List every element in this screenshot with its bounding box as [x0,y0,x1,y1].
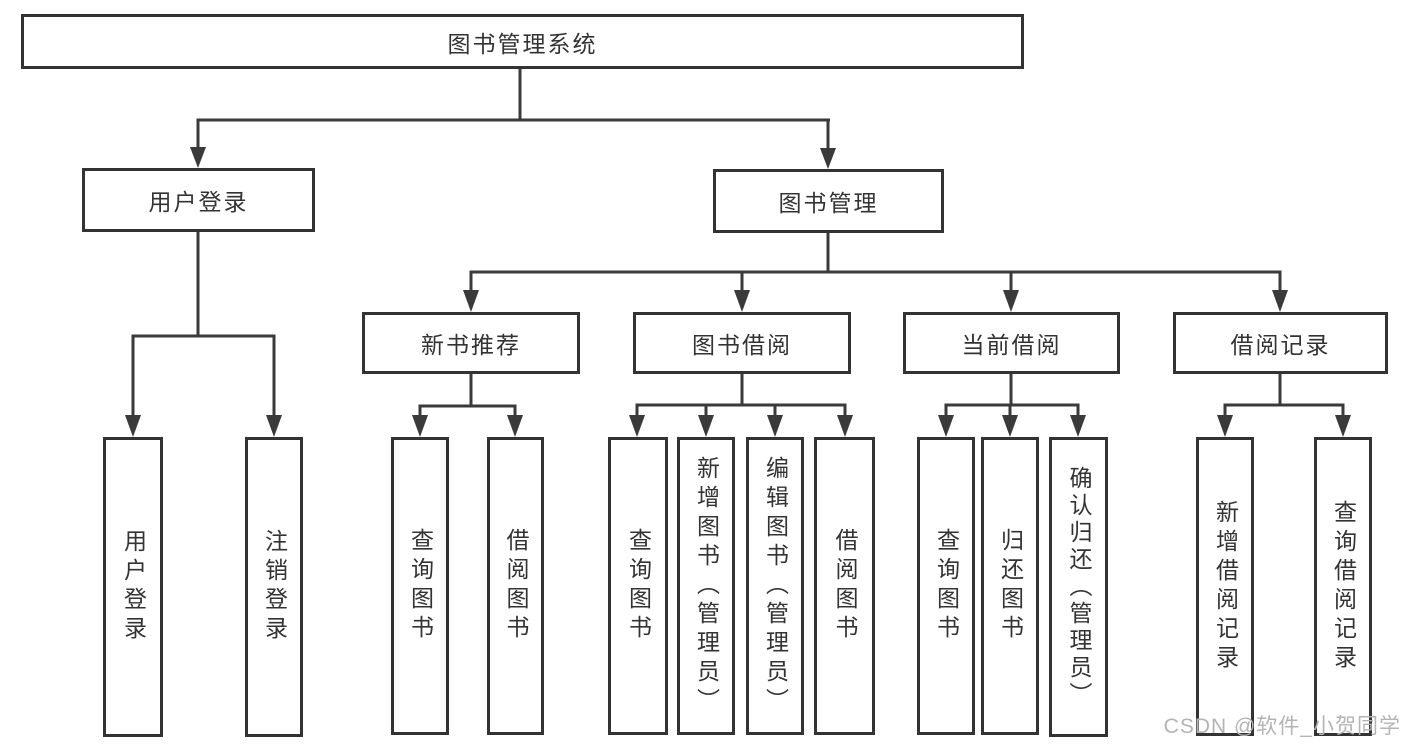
leaf-borrow-book-newrec: 借阅图书 [487,437,544,735]
node-label: 借阅图书 [832,528,858,644]
leaf-query-borrow-record: 查询借阅记录 [1314,437,1372,736]
leaf-edit-book-admin: 编辑图书（管理员） [746,437,804,735]
node-label: 用户登录 [148,189,249,215]
leaf-query-book-borrow: 查询图书 [608,437,668,735]
leaf-query-book-current: 查询图书 [917,437,975,735]
node-user-login: 用户登录 [82,168,315,232]
node-label: 编辑图书（管理员） [762,455,789,717]
node-label: 查询图书 [933,528,960,644]
node-label: 新增借阅记录 [1212,499,1239,674]
leaf-confirm-return-admin: 确认归还（管理员） [1049,437,1108,737]
node-label: 新书推荐 [421,332,521,358]
leaf-add-book-admin: 新增图书（管理员） [677,437,735,735]
csdn-watermark: CSDN @软件_小贺同学 [1163,715,1401,738]
node-new-book-recommend: 新书推荐 [362,312,580,374]
node-label: 借阅图书 [503,528,529,644]
node-root-system: 图书管理系统 [21,14,1024,69]
node-label: 图书借阅 [692,332,792,358]
leaf-query-book-newrec: 查询图书 [391,437,449,735]
node-label: 图书管理 [778,190,879,216]
node-book-borrow: 图书借阅 [633,312,851,374]
leaf-return-book: 归还图书 [981,437,1039,735]
node-label: 查询借阅记录 [1330,499,1357,674]
leaf-logout: 注销登录 [245,437,303,737]
node-label: 注销登录 [261,529,288,645]
node-label: 查询图书 [625,528,652,644]
node-label: 确认归还（管理员） [1066,465,1092,709]
node-current-borrow: 当前借阅 [903,312,1120,374]
node-label: 当前借阅 [961,332,1062,358]
leaf-user-login: 用户登录 [103,437,163,737]
leaf-add-borrow-record: 新增借阅记录 [1196,437,1254,736]
node-label: 用户登录 [120,529,147,645]
node-label: 借阅记录 [1230,332,1331,358]
node-label: 新增图书（管理员） [693,455,720,717]
node-label: 归还图书 [997,528,1024,644]
node-label: 查询图书 [407,528,434,644]
node-borrow-record: 借阅记录 [1173,312,1388,374]
node-label: 图书管理系统 [447,30,598,57]
leaf-borrow-book-borrow: 借阅图书 [814,437,875,735]
node-book-management: 图书管理 [713,169,944,233]
